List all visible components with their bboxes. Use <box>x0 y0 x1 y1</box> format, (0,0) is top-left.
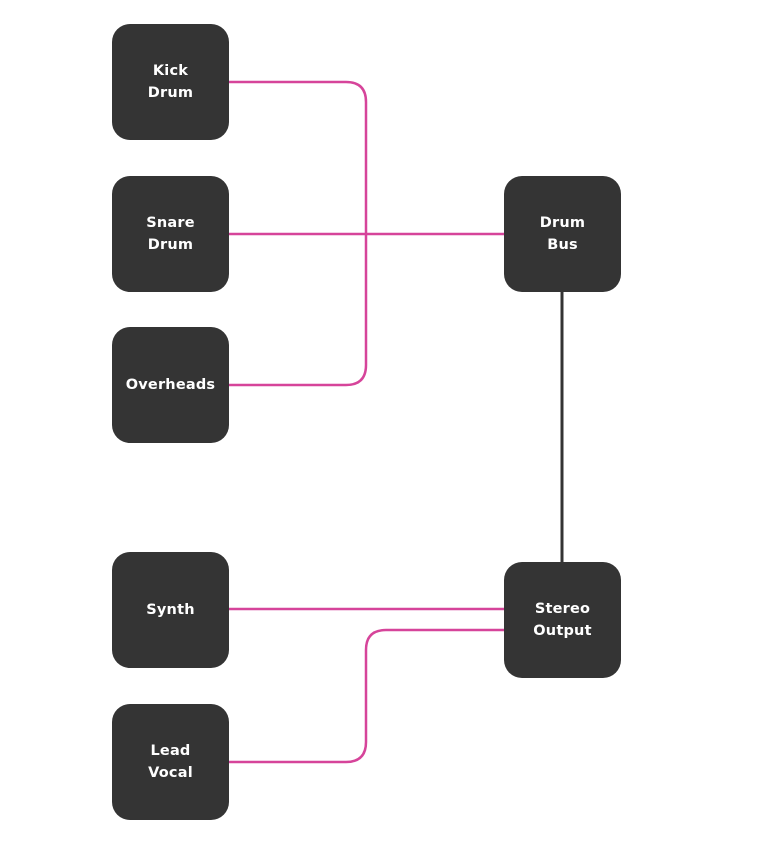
node-stereo-output[interactable]: Stereo Output <box>504 562 621 678</box>
node-label-line: Overheads <box>125 377 216 393</box>
node-label-line: Synth <box>146 602 195 618</box>
wire-lead-vocal-to-stereo-output <box>226 628 507 764</box>
node-overheads[interactable]: Overheads <box>112 327 229 443</box>
node-label-line: Drum <box>539 215 586 231</box>
node-label-line: Drum <box>147 237 194 253</box>
node-label-line: Vocal <box>148 765 193 781</box>
node-snare-drum[interactable]: Snare Drum <box>112 176 229 292</box>
node-kick-drum[interactable]: Kick Drum <box>112 24 229 140</box>
node-label-line: Output <box>533 623 592 639</box>
node-synth[interactable]: Synth <box>112 552 229 668</box>
node-lead-vocal[interactable]: Lead Vocal <box>112 704 229 820</box>
node-drum-bus[interactable]: Drum Bus <box>504 176 621 292</box>
node-label-line: Stereo <box>534 601 591 617</box>
node-label-line: Lead <box>150 743 191 759</box>
node-label-line: Kick <box>152 63 189 79</box>
node-label-line: Bus <box>547 237 578 253</box>
node-label-line: Drum <box>147 85 194 101</box>
node-label-line: Snare <box>146 215 195 231</box>
